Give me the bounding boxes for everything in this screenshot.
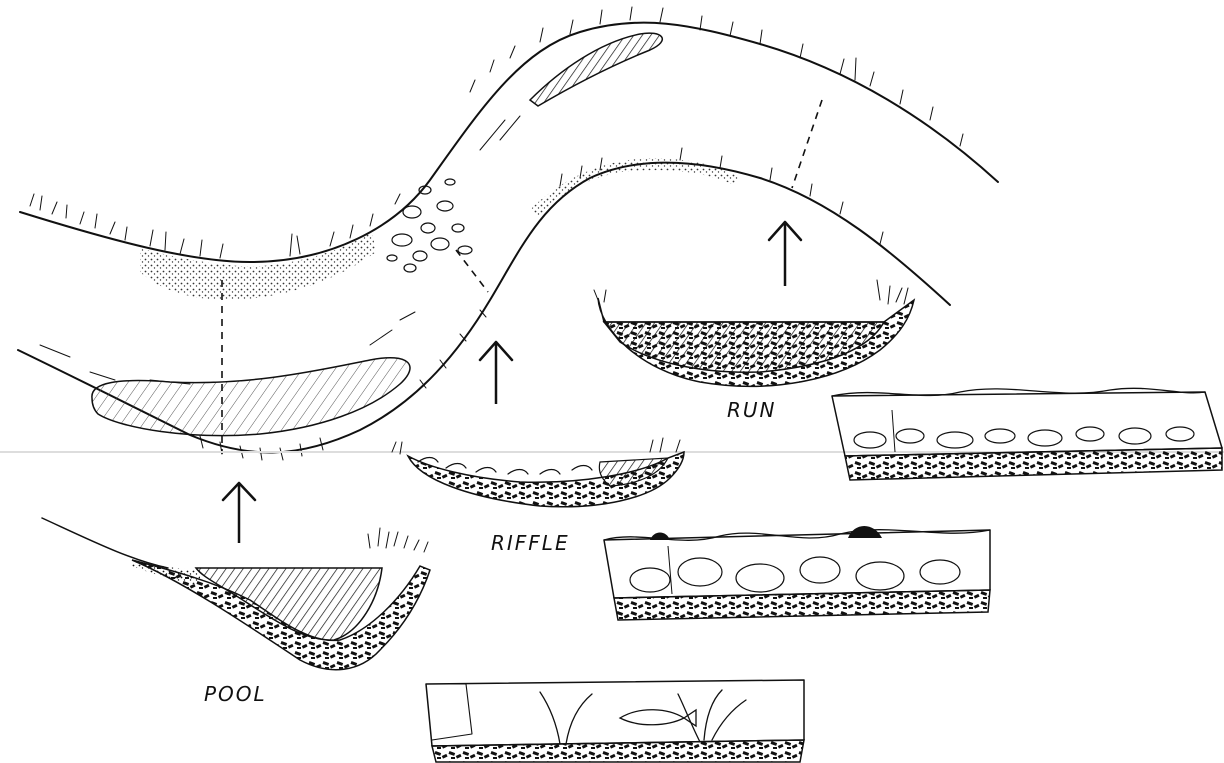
riffle-label: RIFFLE	[491, 531, 570, 555]
run-bank-grass	[594, 280, 908, 304]
run-cross-section	[594, 280, 914, 386]
riffle-section-line	[456, 250, 488, 292]
pool-label: POOL	[204, 682, 267, 706]
pool-bank-profile	[42, 518, 168, 568]
outer-bank-line	[20, 23, 998, 262]
riffle-habitat-block	[604, 526, 990, 620]
fish-icon	[620, 710, 696, 726]
pool-point-bar-sediment	[132, 560, 200, 585]
run-label: RUN	[727, 398, 777, 422]
riffle-rocks	[387, 179, 472, 272]
inner-bank-sediment	[530, 158, 740, 218]
stream-plan-view	[18, 7, 998, 460]
pool-habitat-block	[426, 680, 804, 762]
riffle-cross-section	[392, 438, 684, 507]
gravel-bar-upper	[530, 33, 662, 106]
pool-arrow-icon	[223, 483, 255, 543]
pool-point-bar	[92, 358, 410, 436]
riffle-arrow-icon	[480, 342, 512, 404]
pool-cross-section	[42, 518, 430, 670]
run-section-line	[792, 100, 822, 188]
run-habitat-block	[832, 388, 1222, 480]
run-arrow-icon	[769, 222, 801, 286]
pool-bank-grass	[368, 528, 428, 552]
outer-bank-sediment	[140, 232, 376, 300]
